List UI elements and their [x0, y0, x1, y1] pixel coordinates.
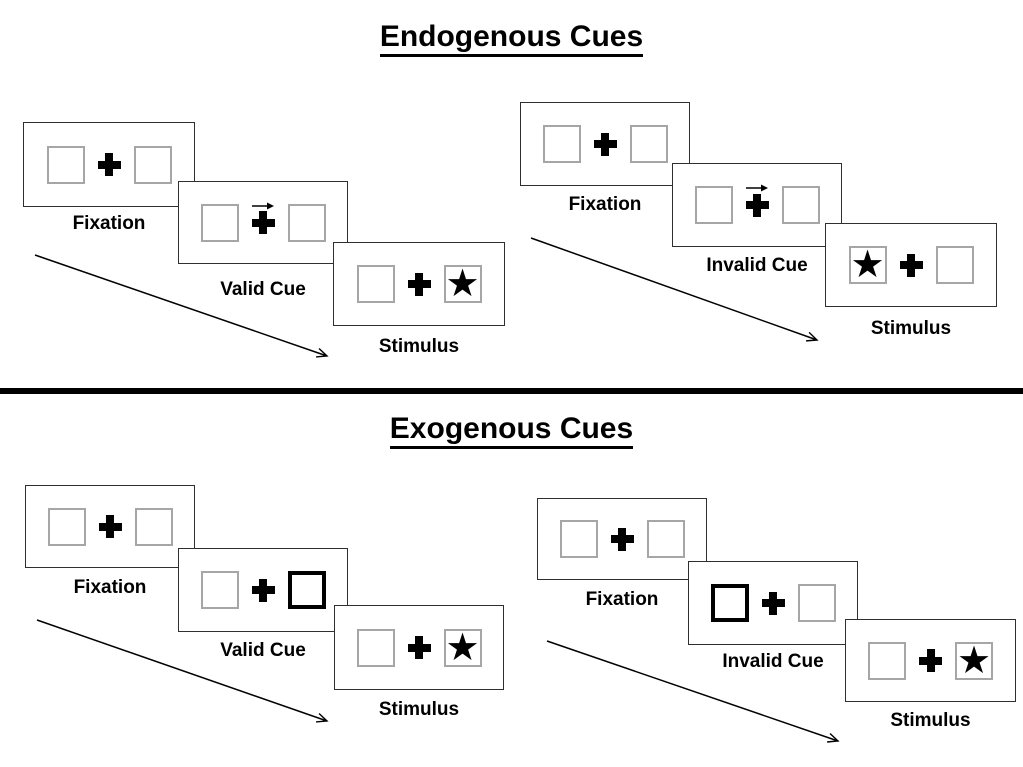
section-divider [0, 388, 1023, 394]
fixation-cross-icon [745, 193, 769, 217]
placeholder-box-left [356, 628, 395, 667]
timeline-arrow-endo-valid [34, 254, 329, 358]
stimulus-panel: ★ [845, 619, 1016, 702]
placeholder-box-right [287, 203, 326, 242]
placeholder-box-right [133, 145, 172, 184]
fixation-panel [537, 498, 707, 580]
fixation-cross-icon [251, 211, 275, 234]
step-label-fixation: Fixation [568, 194, 642, 215]
fixation-cross-icon [97, 153, 121, 176]
stimulus-panel: ★ [825, 223, 997, 307]
fixation-cross-icon [919, 649, 942, 672]
exogenous-cue-highlight-box-right [287, 571, 326, 609]
fixation-cross-icon [610, 527, 634, 551]
cue-panel [688, 561, 858, 645]
target-star-icon: ★ [850, 242, 885, 286]
fixation-cross-icon [251, 578, 275, 602]
fixation-cross-icon [98, 515, 122, 538]
target-box-right: ★ [443, 261, 482, 305]
section-title-endogenous: Endogenous Cues [0, 20, 1023, 57]
stimulus-panel: ★ [334, 605, 504, 690]
placeholder-box-left [200, 571, 239, 609]
cue-panel [178, 181, 348, 264]
step-label-cue: Valid Cue [220, 279, 306, 300]
placeholder-box-right [781, 186, 820, 224]
cue-panel [178, 548, 348, 632]
target-star-icon: ★ [445, 261, 480, 305]
timeline-arrow-exo-valid [36, 619, 329, 723]
step-label-stimulus: Stimulus [890, 710, 971, 731]
target-box-right: ★ [443, 624, 482, 669]
placeholder-box-right [797, 584, 836, 622]
placeholder-box-right [134, 507, 173, 546]
target-box-left: ★ [848, 242, 887, 286]
fixation-cross-icon [593, 132, 617, 156]
placeholder-box-left [694, 186, 733, 224]
step-label-fixation: Fixation [585, 589, 659, 610]
section-title-exogenous-text: Exogenous Cues [389, 412, 634, 449]
fixation-cross-icon [407, 636, 431, 659]
placeholder-box-left [559, 520, 598, 558]
exogenous-cue-highlight-box-left [710, 584, 749, 622]
fixation-cross-icon [761, 591, 785, 615]
section-title-endogenous-text: Endogenous Cues [379, 20, 644, 57]
placeholder-box-left [46, 145, 85, 184]
timeline-arrow-endo-invalid [530, 237, 819, 342]
placeholder-box-left [47, 507, 86, 546]
fixation-panel [23, 122, 195, 207]
step-label-cue: Invalid Cue [722, 651, 824, 672]
step-label-stimulus: Stimulus [378, 699, 460, 720]
step-label-cue: Invalid Cue [706, 255, 808, 276]
step-label-fixation: Fixation [73, 577, 147, 598]
placeholder-box-right [646, 520, 685, 558]
section-title-exogenous: Exogenous Cues [0, 412, 1023, 449]
placeholder-box-left [868, 641, 906, 680]
placeholder-box-right [629, 125, 668, 163]
target-star-icon: ★ [445, 624, 480, 669]
fixation-panel [520, 102, 690, 186]
timeline-arrow-exo-invalid [546, 640, 840, 743]
cue-panel [672, 163, 842, 247]
placeholder-box-left [200, 203, 239, 242]
stimulus-panel: ★ [333, 242, 505, 326]
fixation-cross-icon [407, 272, 431, 296]
cue-arrow-right-icon [746, 184, 768, 192]
placeholder-box-left [356, 265, 395, 303]
target-star-icon: ★ [956, 637, 992, 682]
step-label-stimulus: Stimulus [870, 318, 952, 339]
fixation-panel [25, 485, 195, 568]
step-label-fixation: Fixation [72, 213, 146, 234]
placeholder-box-left [542, 125, 581, 163]
cue-arrow-right-icon [252, 202, 274, 210]
target-box-right: ★ [955, 637, 993, 682]
step-label-stimulus: Stimulus [378, 336, 460, 357]
placeholder-box-right [935, 246, 974, 284]
step-label-cue: Valid Cue [220, 640, 306, 661]
fixation-cross-icon [899, 253, 923, 277]
